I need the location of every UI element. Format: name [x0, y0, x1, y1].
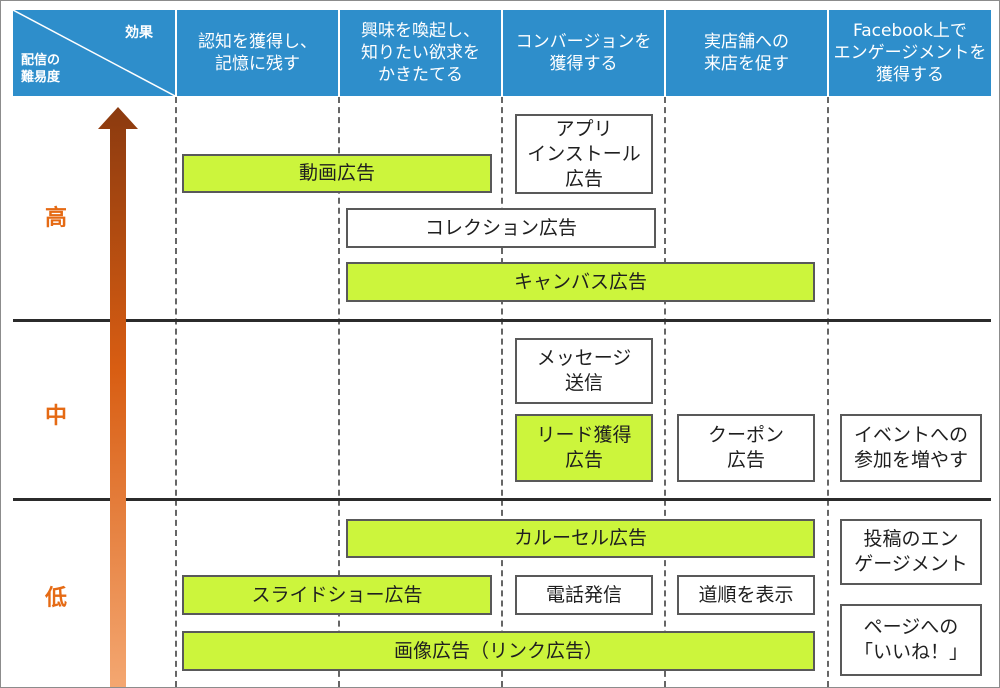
corner-effect-label: 効果 — [125, 25, 153, 41]
column-divider — [827, 97, 829, 687]
ad-event: イベントへの 参加を増やす — [840, 414, 982, 482]
header-col-conversion: コンバージョンを 獲得する — [503, 10, 664, 96]
corner-difficulty-label: 配信の 難易度 — [21, 53, 61, 85]
ad-carousel: カルーセル広告 — [346, 519, 815, 558]
ad-post-engagement: 投稿のエン ゲージメント — [840, 519, 982, 585]
ad-directions: 道順を表示 — [677, 575, 815, 615]
ad-call: 電話発信 — [515, 575, 653, 615]
band-separator-high-mid — [13, 319, 991, 322]
column-divider — [501, 97, 503, 687]
ad-lead: リード獲得 広告 — [515, 414, 653, 482]
ad-image-link: 画像広告（リンク広告） — [182, 631, 815, 671]
column-divider — [175, 97, 177, 687]
header-col-awareness: 認知を獲得し、 記憶に残す — [177, 10, 338, 96]
header-col-interest: 興味を喚起し、 知りたい欲求を かきたてる — [340, 10, 501, 96]
corner-diagonal — [13, 10, 175, 96]
level-low-label: 低 — [45, 586, 68, 611]
difficulty-arrow-icon — [98, 107, 138, 687]
header-col-engagement: Facebook上で エンゲージメントを 獲得する — [829, 10, 991, 96]
level-mid-label: 中 — [45, 404, 68, 429]
ad-slideshow: スライドショー広告 — [182, 575, 492, 615]
ad-coupon: クーポン 広告 — [677, 414, 815, 482]
band-separator-mid-low — [13, 498, 991, 501]
column-divider — [664, 97, 666, 687]
ad-video: 動画広告 — [182, 154, 492, 193]
header-col-store-visit: 実店舗への 来店を促す — [666, 10, 827, 96]
ad-canvas: キャンバス広告 — [346, 262, 815, 302]
ad-app-install: アプリ インストール 広告 — [515, 114, 653, 194]
ad-page-like: ページへの 「いいね！」 — [840, 604, 982, 676]
ad-messenger: メッセージ 送信 — [515, 338, 653, 404]
column-divider — [338, 97, 340, 687]
header-corner: 効果 配信の 難易度 — [13, 10, 175, 96]
level-high-label: 高 — [45, 206, 68, 231]
ad-collection: コレクション広告 — [346, 208, 656, 248]
